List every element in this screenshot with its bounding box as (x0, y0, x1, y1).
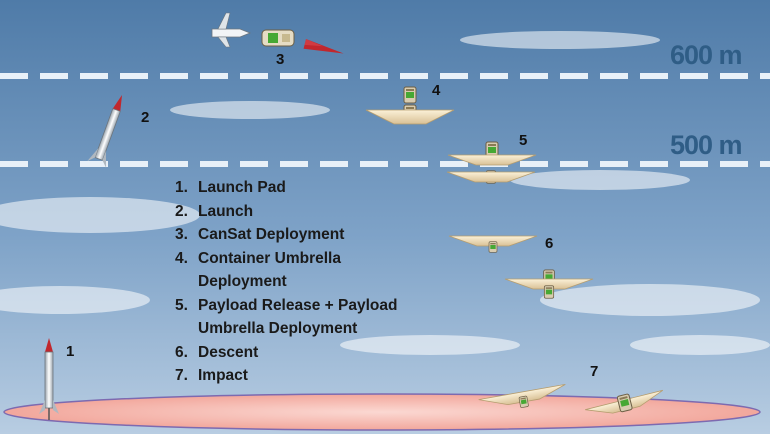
impact-landed-a (478, 383, 566, 409)
legend-number: 7. (175, 367, 188, 384)
payload-release (446, 141, 537, 184)
legend-item: 3. CanSat Deployment (175, 223, 397, 247)
ground-ellipse (3, 393, 761, 431)
cansat-container (261, 29, 295, 47)
legend-text: Descent (198, 343, 259, 361)
rocket-on-pad (39, 338, 59, 420)
legend-item: 4. Container Umbrella Deployment (175, 247, 397, 294)
legend-text: Container Umbrella Deployment (198, 249, 341, 291)
impact-landed-b (585, 389, 664, 414)
rocket-nose-cone (303, 39, 344, 54)
legend-text: Launch Pad (198, 179, 286, 196)
clouds (0, 31, 770, 355)
rocket-aft-section (211, 12, 252, 48)
stage-marker-4: 4 (432, 82, 441, 99)
altitude-label-600: 600 m (670, 40, 743, 70)
legend-number: 4. (175, 249, 188, 267)
legend-number: 1. (175, 179, 188, 196)
stage-marker-3: 3 (276, 51, 285, 68)
descent-stage-a (448, 235, 538, 253)
legend-text: Payload Release + Payload Umbrella Deplo… (198, 296, 398, 338)
legend-item: 6. Descent (175, 341, 397, 365)
stage-marker-1: 1 (66, 343, 75, 360)
stage-marker-7: 7 (590, 363, 599, 380)
legend-number: 3. (175, 226, 188, 243)
legend-item: 5. Payload Release + Payload Umbrella Dep… (175, 294, 397, 341)
legend-text: Launch (198, 202, 254, 220)
stage-legend: 1. Launch Pad 2. Launch 3. CanSat Deploymen… (175, 176, 397, 388)
legend-item: 1. Launch Pad (175, 176, 397, 200)
descent-stage-b (504, 269, 594, 299)
legend-text: CanSat Deployment (198, 226, 345, 243)
legend-item: 7. Impact (175, 364, 397, 388)
stage-marker-6: 6 (545, 235, 554, 252)
legend-number: 5. (175, 296, 188, 314)
stage-marker-2: 2 (141, 109, 150, 126)
stage-marker-5: 5 (519, 132, 528, 149)
legend-item: 2. Launch (175, 200, 397, 224)
cansat-deployment (211, 12, 344, 54)
container-umbrella (365, 86, 455, 125)
legend-number: 6. (175, 343, 188, 361)
legend-number: 2. (175, 202, 188, 220)
altitude-label-500: 500 m (670, 130, 743, 160)
legend-text: Impact (198, 367, 248, 384)
